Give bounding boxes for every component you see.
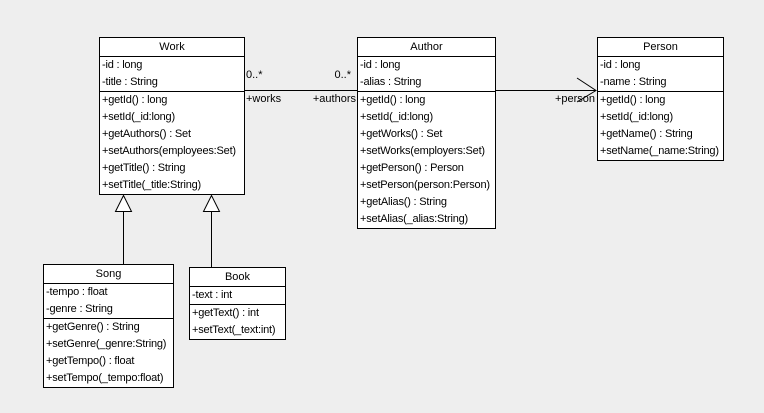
hollow-triangle-icon [202,194,221,212]
method-row[interactable]: +getGenre() : String [46,321,140,333]
method-row[interactable]: +setText(_text:int) [192,324,276,336]
class-title: Book [190,268,285,287]
attribute-row[interactable]: -genre : String [46,303,113,315]
attribute-row[interactable]: -id : long [360,59,401,71]
class-box-song[interactable]: Song -tempo : float -genre : String +get… [43,264,174,388]
attribute-row[interactable]: -alias : String [360,76,422,88]
attributes-compartment: -tempo : float -genre : String [44,284,173,319]
class-box-author[interactable]: Author -id : long -alias : String +getId… [357,37,496,229]
attribute-row[interactable]: -id : long [102,59,143,71]
method-row[interactable]: +setPerson(person:Person) [360,179,490,191]
multiplicity-label-author-end[interactable]: 0..* [334,69,351,81]
method-row[interactable]: +setGenre(_genre:String) [46,338,167,350]
attribute-row[interactable]: -id : long [600,59,641,71]
role-label-works[interactable]: +works [246,93,282,105]
class-box-person[interactable]: Person -id : long -name : String +getId(… [597,37,724,161]
method-row[interactable]: +setAlias(_alias:String) [360,213,468,225]
method-row[interactable]: +setId(_id:long) [360,111,433,123]
hollow-triangle-icon [114,194,133,212]
method-row[interactable]: +getText() : int [192,307,259,319]
methods-compartment: +getGenre() : String +setGenre(_genre:St… [44,319,173,387]
method-row[interactable]: +setId(_id:long) [600,111,673,123]
attribute-row[interactable]: -title : String [102,76,158,88]
class-title: Song [44,265,173,284]
methods-compartment: +getText() : int +setText(_text:int) [190,305,285,339]
method-row[interactable]: +getAuthors() : Set [102,128,191,140]
role-label-authors[interactable]: +authors [312,93,356,105]
class-title: Author [358,38,495,57]
method-row[interactable]: +getName() : String [600,128,693,140]
methods-compartment: +getId() : long +setId(_id:long) +getNam… [598,92,723,160]
method-row[interactable]: +getWorks() : Set [360,128,443,140]
attributes-compartment: -id : long -name : String [598,57,723,92]
class-title: Person [598,38,723,57]
method-row[interactable]: +getPerson() : Person [360,162,464,174]
class-title: Work [100,38,244,57]
class-box-book[interactable]: Book -text : int +getText() : int +setTe… [189,267,286,340]
method-row[interactable]: +setId(_id:long) [102,111,175,123]
method-row[interactable]: +getAlias() : String [360,196,447,208]
attributes-compartment: -text : int [190,287,285,305]
method-row[interactable]: +setName(_name:String) [600,145,719,157]
method-row[interactable]: +setWorks(employers:Set) [360,145,485,157]
attribute-row[interactable]: -name : String [600,76,667,88]
attribute-row[interactable]: -tempo : float [46,286,108,298]
method-row[interactable]: +setTempo(_tempo:float) [46,372,164,384]
method-row[interactable]: +getTempo() : float [46,355,135,367]
method-row[interactable]: +getId() : long [102,94,168,106]
role-label-person[interactable]: +person [554,93,595,105]
method-row[interactable]: +getTitle() : String [102,162,186,174]
attributes-compartment: -id : long -title : String [100,57,244,92]
attributes-compartment: -id : long -alias : String [358,57,495,92]
method-row[interactable]: +getId() : long [600,94,666,106]
method-row[interactable]: +getId() : long [360,94,426,106]
open-arrowhead-icon [576,77,597,103]
methods-compartment: +getId() : long +setId(_id:long) +getAut… [100,92,244,194]
methods-compartment: +getId() : long +setId(_id:long) +getWor… [358,92,495,228]
class-box-work[interactable]: Work -id : long -title : String +getId()… [99,37,245,195]
multiplicity-label-work-end[interactable]: 0..* [246,69,263,81]
method-row[interactable]: +setTitle(_title:String) [102,179,202,191]
attribute-row[interactable]: -text : int [192,289,232,301]
method-row[interactable]: +setAuthors(employees:Set) [102,145,236,157]
